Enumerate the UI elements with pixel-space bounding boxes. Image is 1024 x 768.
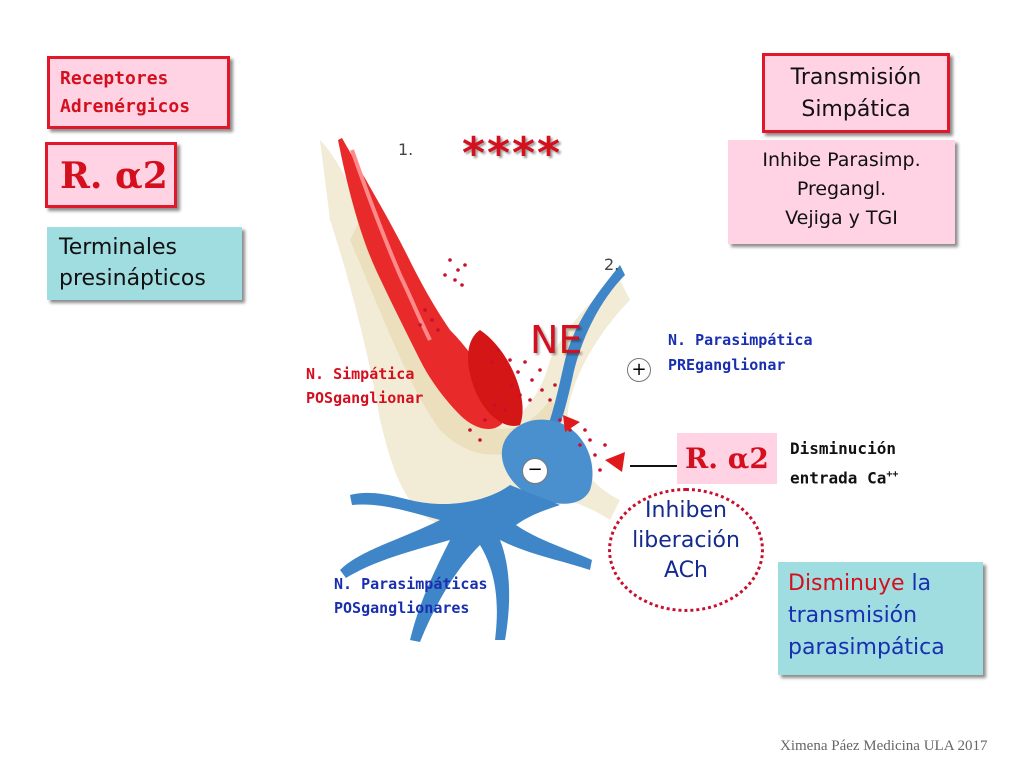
terminales-text: Terminales presinápticos (59, 235, 206, 291)
parasympathetic-preganglionic-axon (520, 265, 625, 462)
receptores-box: Receptores Adrenérgicos (47, 56, 230, 129)
footer-credit: Ximena Páez Medicina ULA 2017 (780, 738, 988, 754)
ne-label: NE (530, 318, 583, 362)
receptores-text: Receptores Adrenérgicos (60, 68, 191, 117)
receptor-triangle (563, 415, 580, 432)
stars-label: **** (462, 128, 563, 179)
terminales-box: Terminales presinápticos (47, 227, 242, 300)
inhibe-text: Inhibe Parasimp. Pregangl. Vejiga y TGI (762, 149, 921, 229)
parasympathetic-dendrites (340, 485, 592, 642)
step-label-2: 2. (604, 255, 620, 274)
sympathetic-axon (338, 138, 505, 430)
inhibe-box: Inhibe Parasimp. Pregangl. Vejiga y TGI (728, 140, 955, 244)
r-alpha2-small-box: R. α2 (677, 433, 777, 484)
r-alpha2-text: R. α2 (60, 155, 168, 197)
sympathetic-axon-highlight (350, 149, 432, 341)
transmision-box: Transmisión Simpática (762, 53, 950, 133)
calcium-superscript: ++ (886, 469, 899, 480)
disminuye-red-word: Disminuye (788, 571, 905, 596)
inhiben-text: Inhiben liberación ACh (632, 498, 740, 583)
n-parasimpaticas-pos-label: N. Parasimpáticas POSganglionares (334, 575, 488, 617)
minus-sign: − (522, 458, 548, 484)
disminuye-box: Disminuye la transmisión parasimpática (778, 562, 983, 675)
n-parasimpatica-pre-label: N. Parasimpática PREganglionar (668, 331, 813, 374)
minus-text: − (527, 459, 543, 480)
synapse-illustration (320, 138, 630, 642)
receptor-triangle (605, 452, 625, 472)
disminuye-rest: la transmisión parasimpática (788, 571, 945, 660)
step-label-1: 1. (398, 140, 414, 159)
ne-vesicles (418, 258, 607, 472)
plus-sign: + (627, 358, 651, 382)
r-alpha2-box: R. α2 (45, 142, 177, 208)
disminucion-text: Disminución entrada Ca (790, 439, 896, 488)
r-alpha2-small-text: R. α2 (685, 442, 769, 475)
sympathetic-varicosity (468, 330, 523, 426)
inhiben-oval (608, 488, 764, 612)
disminucion-label: Disminución entrada Ca++ (790, 436, 898, 491)
disminuye-text: Disminuye la transmisión parasimpática (788, 568, 973, 664)
n-simpatica-label: N. Simpática POSganglionar (306, 365, 424, 407)
pointer-line (630, 465, 678, 467)
transmision-text: Transmisión Simpática (790, 65, 922, 122)
plus-text: + (631, 359, 647, 380)
parasympathetic-neuron-body (501, 419, 593, 504)
